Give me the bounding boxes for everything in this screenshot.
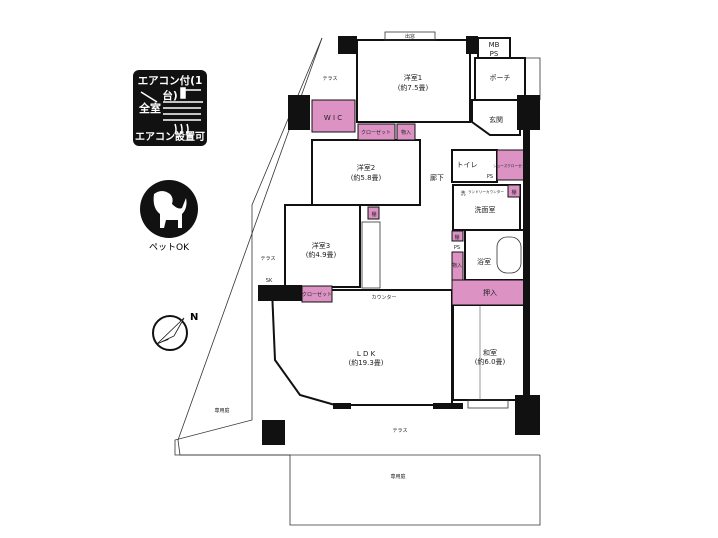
label-entrance: 玄関 (489, 115, 503, 124)
label-garden1: 専用庭 (214, 407, 229, 414)
label-shoes-closet: シューズクローゼット (493, 163, 529, 168)
compass-north-label: N (190, 312, 198, 323)
aircon-badge: エアコン付(1台) 全室 エアコン設置可 (133, 70, 207, 146)
label-ldk: L D K (357, 350, 376, 358)
label-closet2: クローゼット (302, 291, 332, 298)
kitchen (361, 221, 381, 289)
label-western2-size: (約5.8畳) (351, 173, 382, 182)
bathtub (496, 236, 522, 274)
aircon-all-rooms: 全室 (139, 102, 161, 115)
room-entrance (471, 99, 521, 136)
room-japanese (452, 304, 528, 401)
room-bath (464, 229, 526, 281)
label-hallway: 廊下 (430, 173, 444, 182)
bay-window (384, 31, 436, 41)
oshiire (451, 279, 528, 306)
label-japanese: 和室 (483, 348, 497, 357)
label-shelf3: 棚 (454, 234, 459, 241)
label-storage1: 物入 (401, 129, 411, 136)
shoes-closet (496, 149, 526, 181)
label-japanese-size: (約6.0畳) (475, 357, 506, 366)
label-laundry-counter: ランドリーカウンター (468, 189, 504, 194)
pet-icon (140, 180, 198, 238)
label-closet1: クローゼット (361, 129, 391, 136)
label-mb: MB (489, 41, 500, 49)
label-western1-size: (約7.5畳) (398, 83, 429, 92)
label-ps1: PS (487, 174, 493, 180)
label-shelf2: 棚 (371, 211, 376, 218)
compass-icon (152, 315, 188, 351)
label-toilet: トイレ (457, 161, 478, 169)
label-western1: 洋室1 (404, 73, 422, 82)
label-ps: PS (490, 50, 499, 58)
label-oshiire: 押入 (483, 288, 497, 297)
label-bay-window: 出窓 (405, 33, 415, 40)
room-ldk (270, 289, 453, 406)
wic (311, 99, 356, 133)
aircon-icon (140, 87, 203, 135)
label-terrace-left: テラス (261, 256, 276, 262)
room-western2 (311, 139, 421, 206)
room-western3 (284, 204, 361, 288)
label-washroom: 洗面室 (475, 205, 496, 214)
shelf1 (507, 184, 521, 198)
label-garden2: 専用庭 (390, 473, 405, 480)
label-porch: ポーチ (490, 74, 511, 82)
label-western3: 洋室3 (312, 241, 330, 250)
room-western1 (356, 39, 471, 123)
label-ps2: PS (454, 245, 460, 251)
label-bath: 浴室 (477, 257, 491, 266)
label-terrace-top: テラス (323, 76, 338, 82)
storage1 (396, 123, 416, 141)
room-porch (474, 57, 526, 101)
label-counter: カウンター (371, 294, 396, 301)
shelf2 (367, 206, 380, 220)
closet1 (357, 123, 396, 141)
label-sk: SK (266, 278, 273, 284)
label-ldk-size: (約19.3畳) (348, 358, 383, 367)
label-storage2: 物入 (452, 262, 462, 269)
aircon-install: エアコン設置可 (135, 132, 205, 143)
label-western3-size: (約4.9畳) (306, 250, 337, 259)
shelf3 (451, 230, 464, 242)
label-washer: 洗 (460, 190, 465, 197)
pet-ok-label: ペットOK (149, 243, 189, 253)
garden-outline (177, 37, 541, 526)
label-terrace-bottom: テラス (393, 428, 408, 434)
aircon-title: エアコン付(1台) (137, 75, 203, 102)
label-shelf1: 棚 (511, 189, 516, 196)
label-western2: 洋室2 (357, 163, 375, 172)
label-wic: W I C (324, 114, 342, 122)
